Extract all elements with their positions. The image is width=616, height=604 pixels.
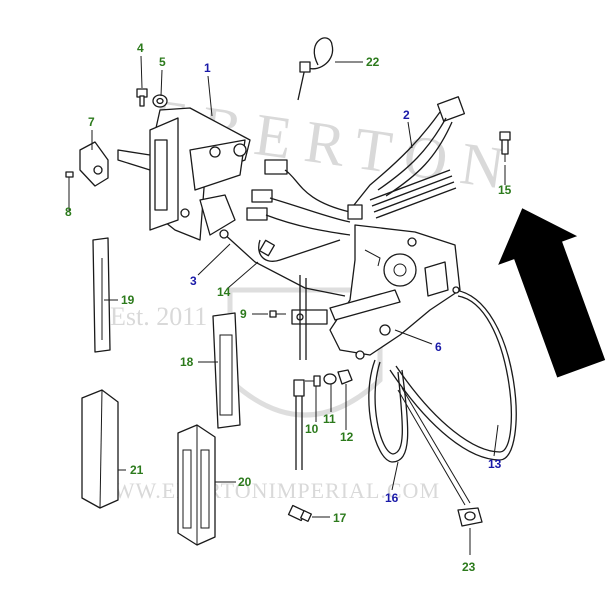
latch-mechanism-part — [291, 224, 461, 360]
long-cable-part — [389, 286, 517, 461]
callout-13: 13 — [488, 457, 502, 471]
callout-17: 17 — [333, 511, 347, 525]
callout-3: 3 — [190, 274, 197, 288]
switch-panel-19 — [92, 237, 111, 353]
clip-part — [457, 507, 483, 527]
stud-part — [499, 131, 511, 162]
callout-16: 16 — [385, 491, 399, 505]
callout-1: 1 — [204, 61, 211, 75]
release-rod-part — [219, 229, 346, 360]
washer-part — [152, 94, 168, 108]
switch-panel-21 — [81, 389, 119, 509]
watermark-bottom-text: WWW.EBERTONIMPERIAL.COM — [92, 478, 440, 503]
nut-part — [337, 369, 353, 385]
wiring-harness-part — [246, 96, 466, 236]
bolt-part — [136, 88, 148, 107]
pin-part — [293, 379, 305, 470]
callout-7: 7 — [88, 115, 95, 129]
callout-18: 18 — [180, 355, 194, 369]
callout-19: 19 — [121, 293, 135, 307]
callout-10: 10 — [305, 422, 319, 436]
cable-tie-part — [297, 37, 334, 101]
callout-21: 21 — [130, 463, 144, 477]
callout-14: 14 — [217, 285, 231, 299]
cap-part — [79, 141, 109, 187]
washer-small-part — [323, 373, 337, 385]
leader-lines — [68, 55, 506, 555]
callout-labels: 1 2 3 4 5 6 7 8 9 10 11 12 13 14 15 16 1… — [65, 41, 512, 574]
connector-part — [287, 504, 312, 522]
callout-20: 20 — [238, 475, 252, 489]
direction-arrow — [498, 208, 606, 378]
callout-9: 9 — [240, 307, 247, 321]
bolt-small-part — [305, 375, 321, 387]
hinge-bracket-part — [117, 107, 251, 241]
callout-6: 6 — [435, 340, 442, 354]
watermark-shield — [227, 287, 383, 418]
loop-cable-part — [368, 359, 471, 506]
watermark-est-text: Est. 2011 — [110, 302, 207, 331]
callout-11: 11 — [323, 412, 336, 426]
switch-panel-18 — [212, 312, 241, 429]
callout-12: 12 — [340, 430, 354, 444]
callout-23: 23 — [462, 560, 476, 574]
screw-part — [65, 171, 74, 186]
small-screw-part — [269, 310, 286, 318]
callout-8: 8 — [65, 205, 72, 219]
callout-22: 22 — [366, 55, 380, 69]
callout-15: 15 — [498, 183, 512, 197]
switch-panel-20 — [177, 424, 216, 546]
callout-5: 5 — [159, 55, 166, 69]
callout-4: 4 — [137, 41, 144, 55]
callout-2: 2 — [403, 108, 410, 122]
